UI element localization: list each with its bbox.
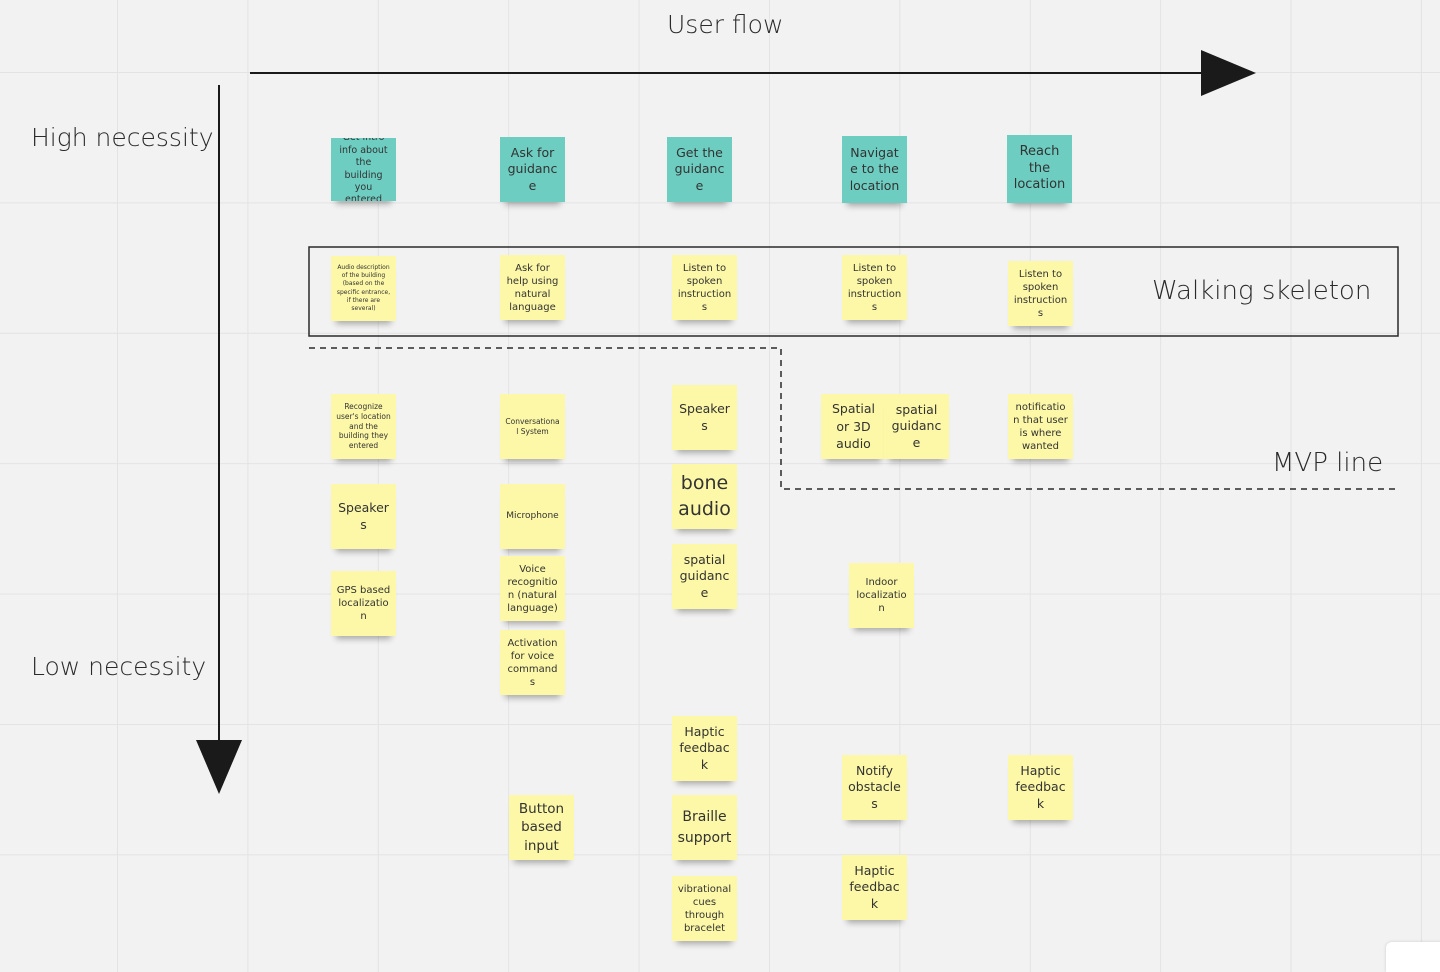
sticky-note-speakers-1[interactable]: Speakers	[672, 385, 737, 450]
sticky-note-reach-location[interactable]: Reach the location	[1007, 135, 1072, 203]
sticky-note-listen-instructions-2[interactable]: Listen to spoken instructions	[842, 255, 907, 320]
sticky-note-navigate[interactable]: Navigate to the location	[842, 136, 907, 203]
sticky-note-ask-for-help[interactable]: Ask for help using natural language	[500, 255, 565, 320]
user-flow-arrow-head	[1201, 50, 1256, 96]
user-flow-label: User flow	[667, 10, 784, 39]
sticky-note-ask-for-guidance[interactable]: Ask for guidance	[500, 137, 565, 202]
sticky-note-speakers-2[interactable]: Speakers	[331, 484, 396, 549]
sticky-note-bone-audio[interactable]: bone audio	[672, 464, 737, 529]
sticky-note-spatial-3d-audio[interactable]: Spatial or 3D audio	[821, 394, 886, 459]
sticky-note-braille-support[interactable]: Braille support	[672, 795, 737, 860]
sticky-note-voice-recognition[interactable]: Voice recognition (natural language)	[500, 556, 565, 621]
sticky-note-haptic-feedback-3[interactable]: Haptic feedback	[842, 855, 907, 920]
walking-skeleton-frame[interactable]	[308, 246, 1399, 337]
sticky-note-haptic-feedback-1[interactable]: Haptic feedback	[672, 716, 737, 781]
low-necessity-label: Low necessity	[31, 652, 207, 681]
sticky-note-notification-user[interactable]: notification that user is where wanted	[1008, 394, 1073, 459]
sticky-note-listen-instructions-3[interactable]: Listen to spoken instructions	[1008, 261, 1073, 326]
sticky-note-listen-instructions-1[interactable]: Listen to spoken instructions	[672, 255, 737, 320]
sticky-note-indoor-localization[interactable]: Indoor localization	[849, 563, 914, 628]
necessity-arrow-head	[196, 740, 242, 794]
sticky-note-get-the-guidance[interactable]: Get the guidance	[667, 137, 732, 202]
walking-skeleton-label: Walking skeleton	[1152, 276, 1372, 306]
mvp-dashed-line[interactable]	[309, 347, 1400, 490]
sticky-note-notify-obstacles[interactable]: Notify obstacles	[842, 755, 907, 820]
sticky-note-spatial-guidance-1[interactable]: spatial guidance	[884, 394, 949, 459]
mvp-line-label: MVP line	[1272, 448, 1384, 478]
sticky-note-recognize-location[interactable]: Recognize user's location and the buildi…	[331, 394, 396, 459]
sticky-note-spatial-guidance-2[interactable]: spatial guidance	[672, 544, 737, 609]
sticky-note-vibrational-cues[interactable]: vibrational cues through bracelet	[672, 876, 737, 941]
sticky-note-voice-activation[interactable]: Activation for voice commands	[500, 630, 565, 695]
sticky-note-microphone[interactable]: Microphone	[500, 484, 565, 549]
high-necessity-label: High necessity	[31, 123, 214, 152]
sticky-note-audio-description[interactable]: Audio description of the building (based…	[331, 256, 396, 321]
board-corner-widget[interactable]	[1386, 942, 1440, 972]
sticky-note-get-intro[interactable]: Get intro info about the building you en…	[331, 138, 396, 201]
sticky-note-button-input[interactable]: Button based input	[509, 795, 574, 860]
sticky-note-haptic-feedback-2[interactable]: Haptic feedback	[1008, 755, 1073, 820]
sticky-note-conversational-system[interactable]: Conversational System	[500, 394, 565, 459]
sticky-note-gps-localization[interactable]: GPS based localization	[331, 571, 396, 636]
